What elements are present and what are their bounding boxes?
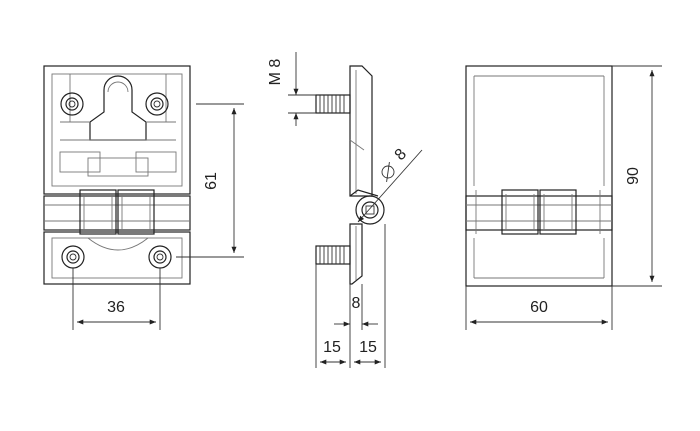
dim-pin-diameter: 8	[392, 146, 410, 164]
dim-plate-height: 90	[625, 167, 642, 185]
dim-hole-spacing: 36	[107, 299, 125, 316]
front-view: 61 36	[43, 65, 244, 330]
side-view: M 8 8 8 15 15	[267, 52, 423, 368]
dim-plate-width: 60	[530, 299, 548, 316]
dim-offset: 8	[352, 295, 361, 312]
rear-view: 90 60	[465, 65, 662, 330]
dim-front-height: 61	[203, 172, 220, 190]
screw-hole-lower-left	[61, 245, 85, 269]
dim-side-right: 15	[359, 339, 377, 356]
screw-hole-lower-right	[148, 245, 172, 269]
screw-hole-upper-right	[145, 92, 169, 116]
diameter-symbol	[381, 162, 395, 182]
dim-side-left: 15	[323, 339, 341, 356]
screw-hole-upper-left	[60, 92, 84, 116]
dim-thread: M 8	[267, 59, 284, 86]
